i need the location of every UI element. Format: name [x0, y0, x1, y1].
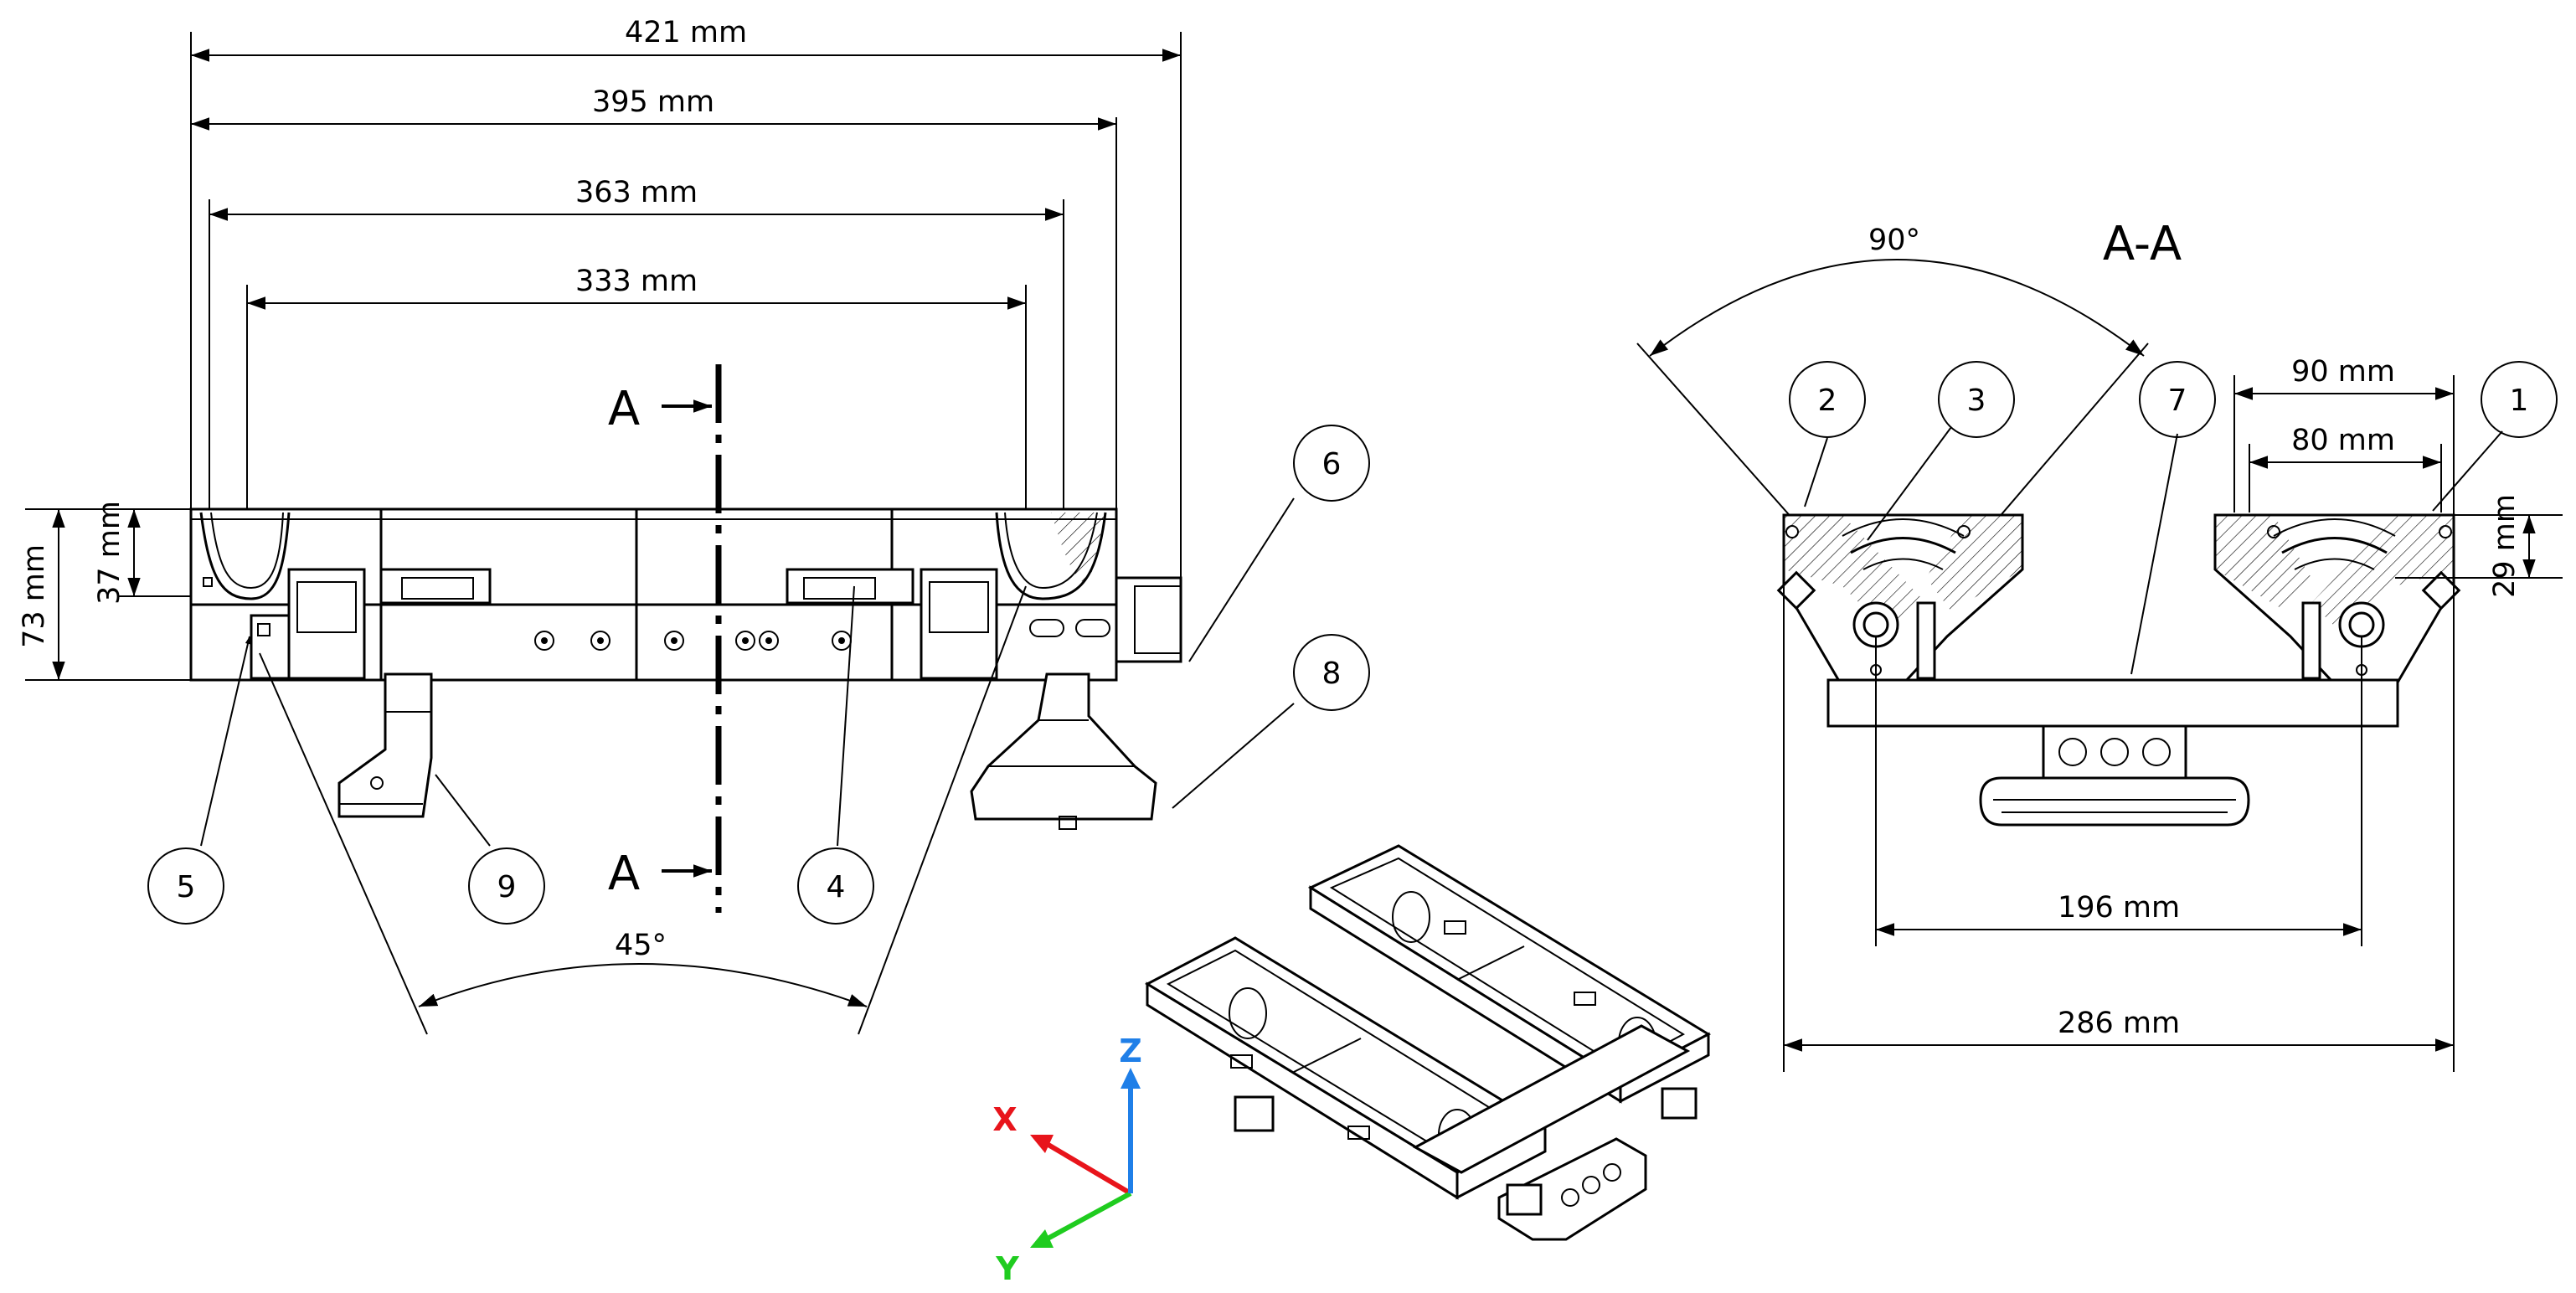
- dim-80: 80 mm: [2291, 424, 2395, 457]
- y-axis-label: Y: [995, 1250, 1019, 1287]
- callout-5-label: 5: [177, 870, 196, 904]
- dim-286: 286 mm: [2058, 1007, 2180, 1040]
- dim-333: 333 mm: [575, 265, 698, 298]
- dim-37: 37 mm: [93, 501, 126, 605]
- callout-7-label: 7: [2168, 384, 2187, 418]
- callout-8-label: 8: [1322, 657, 1342, 691]
- x-axis-head: [1030, 1135, 1054, 1153]
- callout-1: 1: [2481, 361, 2558, 438]
- dim-395: 395 mm: [592, 85, 714, 119]
- dim-363: 363 mm: [575, 176, 698, 209]
- callout-9: 9: [468, 847, 545, 925]
- x-axis-arrow: [1037, 1136, 1132, 1196]
- dim-29: 29 mm: [2488, 494, 2522, 598]
- z-axis-label: Z: [1119, 1033, 1142, 1069]
- callout-7: 7: [2139, 361, 2216, 438]
- callout-9-label: 9: [497, 870, 517, 904]
- angle-90: 90°: [1868, 224, 1920, 257]
- callout-4-label: 4: [827, 870, 846, 904]
- dim-421: 421 mm: [625, 16, 747, 49]
- dim-90: 90 mm: [2291, 355, 2395, 389]
- callout-3: 3: [1938, 361, 2015, 438]
- y-axis-head: [1030, 1229, 1054, 1248]
- callout-2: 2: [1789, 361, 1866, 438]
- angle-45: 45°: [615, 929, 667, 962]
- section-title: A-A: [2103, 217, 2182, 271]
- z-axis-head: [1121, 1068, 1141, 1089]
- callout-2-label: 2: [1818, 384, 1837, 418]
- section-marker-top: A: [608, 382, 640, 436]
- callout-3-label: 3: [1967, 384, 1986, 418]
- dim-73: 73 mm: [18, 544, 51, 648]
- y-axis-arrow: [1037, 1191, 1132, 1246]
- callout-1-label: 1: [2510, 384, 2529, 418]
- section-view: A-A 90°: [1636, 217, 2563, 1072]
- callout-6: 6: [1293, 425, 1370, 502]
- callout-8: 8: [1293, 634, 1370, 711]
- dim-196: 196 mm: [2058, 891, 2180, 925]
- callout-6-label: 6: [1322, 447, 1342, 482]
- x-axis-label: X: [992, 1101, 1017, 1138]
- isometric-view: [1144, 844, 1712, 1241]
- callout-4: 4: [797, 847, 874, 925]
- front-view: 421 mm 395 mm 363 mm 333 mm 73 mm 37 mm: [18, 16, 1370, 1035]
- bolt-holes: [534, 631, 852, 651]
- axis-triad: X Y Z: [992, 1033, 1141, 1287]
- section-marker-bottom: A: [608, 847, 640, 901]
- callout-5: 5: [147, 847, 224, 925]
